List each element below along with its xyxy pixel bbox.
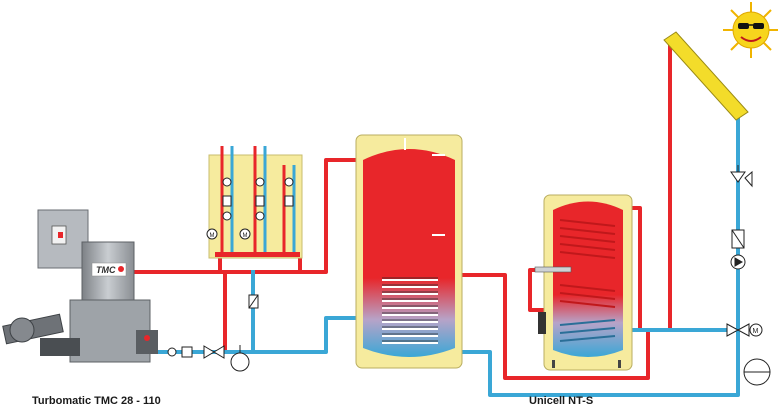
boiler-motor-indicator — [144, 335, 150, 341]
check-valve-icon — [731, 229, 745, 249]
panel-valves — [206, 177, 294, 240]
return-line-fittings — [167, 294, 259, 372]
pump-icon — [167, 347, 177, 357]
pump-icon — [284, 177, 294, 187]
motor-label: M — [753, 328, 759, 335]
solar-collector — [663, 31, 749, 121]
motor-valve-icon — [203, 345, 215, 359]
panel-circuit-2 — [253, 146, 267, 252]
unicell-electric-heater — [534, 266, 572, 273]
unicell-tank — [534, 194, 633, 371]
solar-panel — [663, 31, 749, 121]
boiler-brand-text: TMC — [96, 265, 116, 275]
motor-label: M — [210, 233, 215, 239]
check-valve-icon — [284, 195, 294, 207]
motor-valve-icon — [213, 345, 225, 359]
unicell-upper-coil — [559, 219, 616, 259]
panel-header-bar — [215, 252, 300, 257]
unicell-caption: Unicell NT-S — [529, 395, 594, 407]
motor-valve-icon — [206, 228, 218, 240]
solar-collector-loop-cold — [690, 118, 740, 332]
buffer-tank — [355, 134, 463, 369]
panel-circuit-3 — [282, 165, 296, 252]
expansion-vessel-icon — [743, 358, 771, 386]
heating-distribution-panel: M M — [206, 146, 303, 259]
unicell-lower-coil — [559, 284, 616, 308]
safety-valve-icon — [730, 165, 753, 188]
boiler-brand-logo: TMC — [91, 262, 127, 277]
expansion-vessel-icon — [230, 352, 250, 372]
unicell-legs — [552, 360, 621, 368]
check-valve-icon — [181, 346, 193, 358]
motor-label: M — [243, 233, 248, 239]
boiler-motor-unit — [136, 330, 158, 354]
fuel-feed-auger — [2, 313, 80, 356]
tank-interior — [363, 149, 455, 357]
motor-valve-icon — [726, 323, 763, 337]
motor-valve-icon — [239, 228, 251, 240]
pump-icon — [730, 254, 746, 270]
check-valve-icon — [222, 195, 232, 207]
hot-flow-pipe — [130, 158, 356, 274]
check-valve-icon — [255, 195, 265, 207]
pump-icon — [255, 211, 265, 221]
tank-heat-exchanger-coil — [382, 279, 438, 344]
pump-icon — [222, 211, 232, 221]
pump-icon — [222, 177, 232, 187]
boiler-turbomatic: TMC — [2, 209, 158, 363]
panel-circuit-1 — [220, 146, 234, 252]
unicell-bottom-coil — [559, 319, 616, 342]
sun-icon — [723, 2, 778, 58]
pump-icon — [255, 177, 265, 187]
boiler-display-indicator — [58, 232, 63, 238]
boiler-caption: Turbomatic TMC 28 - 110 — [32, 395, 161, 407]
unicell-flange — [538, 312, 546, 334]
tank-coil-outline — [382, 277, 438, 342]
